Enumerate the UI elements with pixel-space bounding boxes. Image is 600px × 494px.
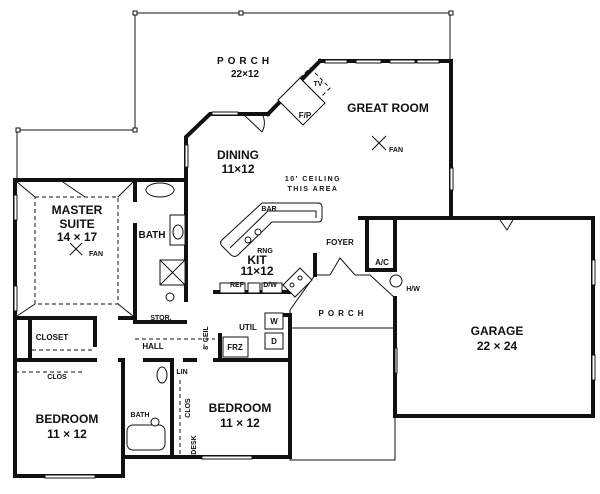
dining-size: 11×12	[221, 162, 254, 176]
bar-label: BAR	[261, 206, 276, 213]
rear-porch	[15, 10, 454, 180]
dryer-label: D	[271, 337, 277, 346]
tv-label: TV	[314, 81, 323, 88]
master-bath-fixtures	[145, 182, 186, 302]
ceiling-note-line1: 10' CEILING	[285, 176, 341, 183]
bedroom-left-size: 11 × 12	[47, 427, 87, 441]
util-label: UTIL	[239, 323, 257, 332]
rear-porch-size: 22×12	[231, 69, 260, 80]
master-size: 14 × 17	[57, 230, 98, 244]
foyer-front-door[interactable]	[329, 257, 356, 276]
freezer-label: FRZ	[227, 343, 243, 352]
linen-label: LIN	[176, 369, 187, 376]
front-porch-label: PORCH	[319, 309, 368, 318]
desk-label: DESK	[191, 435, 198, 454]
dining-porch-door[interactable]	[242, 113, 265, 133]
closet-label: CLOSET	[36, 333, 69, 342]
master-label-line1: MASTER	[52, 203, 103, 217]
freezer	[222, 336, 249, 358]
water-heater	[389, 274, 403, 288]
fan-icon-great-room	[371, 135, 387, 151]
great-room-label: GREAT ROOM	[347, 101, 429, 115]
garage-entry-door[interactable]	[499, 219, 514, 231]
rear-porch-label: PORCH	[217, 56, 273, 67]
master-fan-label: FAN	[89, 251, 103, 258]
master-label-line2: SUITE	[59, 217, 94, 231]
bedroom-right-closet-label: CLOS	[185, 398, 192, 418]
master-bath-label: BATH	[138, 230, 165, 241]
storage-label: STOR.	[150, 315, 171, 322]
hall-label: HALL	[142, 342, 163, 351]
front-porch	[289, 274, 396, 461]
master-entry-door[interactable]	[59, 179, 86, 198]
washer-label: W	[270, 317, 278, 326]
ceiling-note-line2: THIS AREA	[288, 186, 339, 193]
windows	[13, 59, 596, 479]
dryer	[264, 332, 284, 350]
fireplace	[277, 67, 331, 126]
range-label: RNG	[257, 248, 273, 255]
fireplace-label: F/P	[299, 111, 312, 120]
ceil-note-label: 8' CEIL	[203, 326, 210, 350]
washer	[264, 312, 284, 330]
fan-icon-master	[69, 242, 83, 256]
bedroom-right-size: 11 × 12	[220, 416, 260, 430]
bedroom-left-closet-label: CLOS	[47, 374, 67, 381]
master-tray-ceiling	[16, 181, 134, 317]
bath2-label: BATH	[131, 412, 150, 419]
bath2-fixtures	[126, 366, 168, 451]
kitchen-size: 11×12	[240, 264, 273, 278]
bedroom-right-label: BEDROOM	[209, 401, 272, 415]
bedroom-left-label: BEDROOM	[36, 412, 99, 426]
garage-size: 22 × 24	[477, 339, 518, 353]
ref-label: REF	[230, 282, 245, 289]
dining-label: DINING	[217, 148, 259, 162]
great-room-fan-label: FAN	[389, 147, 403, 154]
ac-label: A/C	[375, 258, 389, 267]
kitchen-counter	[219, 267, 313, 298]
foyer-label: FOYER	[326, 238, 354, 247]
kitchen-label: KIT	[247, 253, 267, 267]
dw-label: D/W	[263, 282, 277, 289]
hw-label: H/W	[406, 286, 420, 293]
kitchen-bar	[220, 202, 323, 257]
interior-walls	[13, 178, 454, 459]
garage-label: GARAGE	[471, 324, 524, 338]
